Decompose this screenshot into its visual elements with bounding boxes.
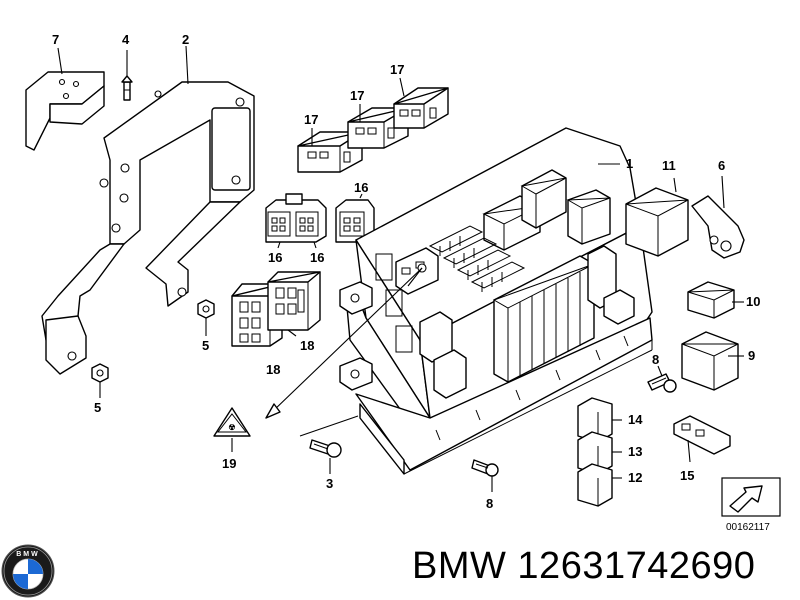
nut-part-5-lower — [91, 363, 109, 398]
callout-1: 1 — [626, 156, 633, 171]
callout-6: 6 — [718, 158, 725, 173]
bmw-logo-ring-text: BMW — [16, 551, 40, 558]
holder-part-6 — [691, 175, 745, 259]
screw-part-3 — [299, 415, 359, 474]
callout-labels: 1 2 3 4 5 5 6 7 8 8 9 10 11 12 13 14 15 … — [52, 32, 760, 511]
callout-5-upper: 5 — [202, 338, 209, 353]
nut-part-5-upper — [197, 299, 215, 336]
label-pointer-19 — [265, 263, 427, 419]
svg-text:☢: ☢ — [228, 423, 235, 432]
callout-9: 9 — [748, 348, 755, 363]
callout-14: 14 — [628, 412, 643, 427]
connector-part-17-b — [347, 104, 409, 149]
callout-18-lower: 18 — [266, 362, 280, 377]
callout-8-lower: 8 — [486, 496, 493, 511]
callout-19: 19 — [222, 456, 236, 471]
callout-17-right: 17 — [390, 62, 404, 77]
callout-13: 13 — [628, 444, 642, 459]
connector-part-17-c — [393, 77, 449, 129]
connector-part-18-b — [267, 271, 321, 337]
bracket-part-7 — [25, 47, 105, 151]
callout-16-right: 16 — [354, 180, 368, 195]
callout-17-left: 17 — [304, 112, 318, 127]
part-number-label: BMW 12631742690 — [412, 545, 756, 587]
callout-18-upper: 18 — [300, 338, 314, 353]
callout-7: 7 — [52, 32, 59, 47]
screw-part-8-upper — [647, 365, 677, 393]
fuse-box-part-1 — [339, 127, 653, 475]
callout-4: 4 — [122, 32, 130, 47]
callout-16-left: 16 — [268, 250, 282, 265]
bmw-logo: BMW — [1, 544, 55, 598]
callout-15: 15 — [680, 468, 694, 483]
pin-part-4 — [121, 50, 133, 101]
relay-part-9 — [681, 331, 744, 391]
relay-part-10 — [687, 281, 744, 319]
connector-part-16-a — [265, 193, 327, 249]
callout-3: 3 — [326, 476, 333, 491]
callout-2: 2 — [182, 32, 189, 47]
callout-10: 10 — [746, 294, 760, 309]
warning-label-part-19: ☢ — [213, 407, 251, 452]
callout-8-upper: 8 — [652, 352, 659, 367]
callout-11: 11 — [662, 158, 676, 173]
bracket-part-2 — [41, 45, 255, 375]
relay-part-12 — [577, 463, 622, 507]
clip-part-15 — [673, 415, 731, 463]
diagram-reference-number: 00162117 — [726, 522, 770, 533]
callout-17-mid: 17 — [350, 88, 364, 103]
relay-part-11 — [625, 177, 689, 257]
callout-12: 12 — [628, 470, 642, 485]
diagram-reference-box: 00162117 — [721, 477, 781, 533]
relay-part-13 — [577, 431, 622, 475]
connector-part-17-a — [297, 128, 363, 173]
callout-5-lower: 5 — [94, 400, 101, 415]
screw-part-8-lower — [471, 459, 499, 492]
callout-16-mid: 16 — [310, 250, 324, 265]
connector-part-16-b — [335, 193, 375, 243]
